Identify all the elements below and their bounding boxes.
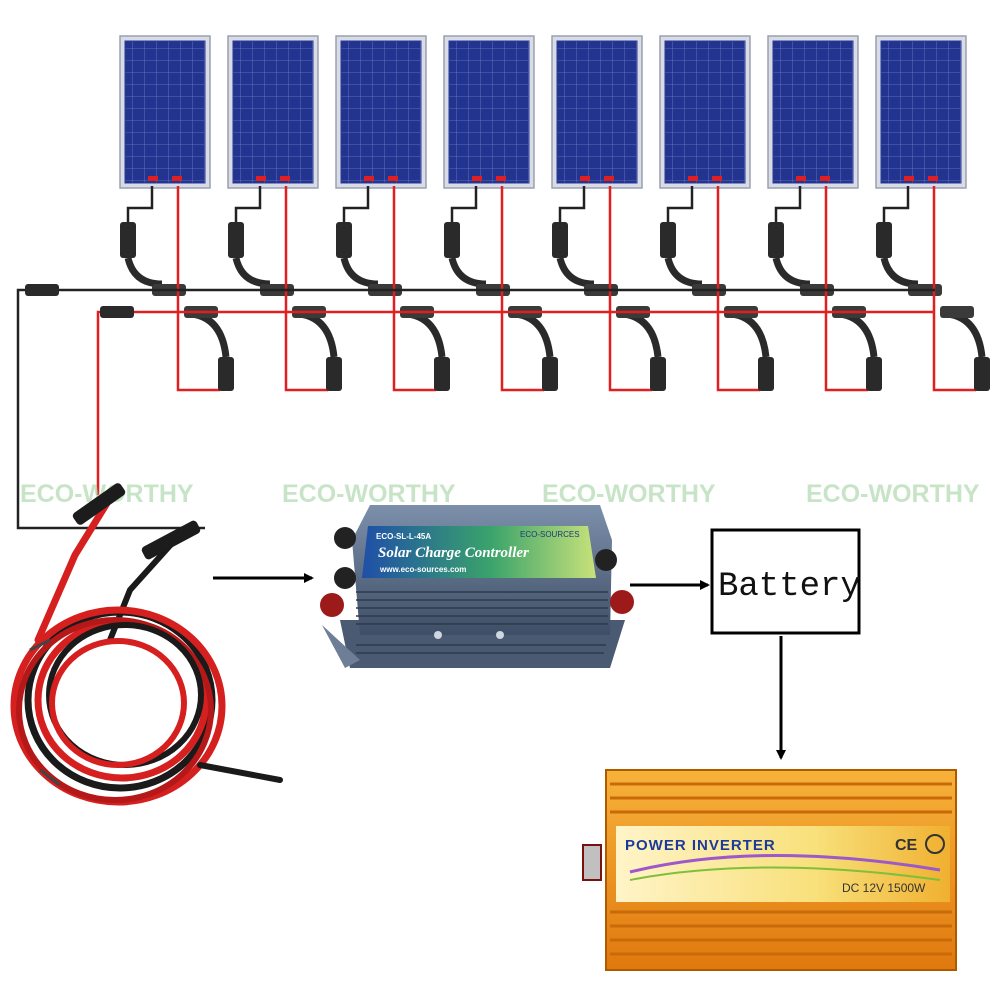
solar-panel xyxy=(767,35,859,189)
certification-icon xyxy=(925,834,945,854)
solar-panel xyxy=(335,35,427,189)
negative-trunk-connector xyxy=(25,284,59,296)
panel-negative-lead xyxy=(342,186,370,226)
panel-negative-lead xyxy=(126,186,154,226)
branch-connector-positive xyxy=(299,310,338,358)
watermark: ECO-WORTHY xyxy=(282,480,456,508)
mc4-connector xyxy=(650,357,666,391)
solar-panel-array xyxy=(119,35,967,189)
mc4-connector xyxy=(552,222,568,258)
branch-connector-negative xyxy=(448,257,487,288)
branch-connector-negative xyxy=(664,257,703,288)
mc4-connector xyxy=(336,222,352,258)
branch-connector-negative xyxy=(340,257,379,288)
positive-trunk-connector xyxy=(100,306,134,318)
battery-label: Battery xyxy=(718,568,861,606)
controller-title: Solar Charge Controller xyxy=(378,545,529,561)
watermark: ECO-WORTHY xyxy=(806,480,980,508)
solar-panel xyxy=(659,35,751,189)
mc4-connector xyxy=(660,222,676,258)
negative-trunk-wire xyxy=(16,288,935,530)
panel-negative-lead xyxy=(558,186,586,226)
solar-panel xyxy=(551,35,643,189)
power-inverter: POWER INVERTER CE DC 12V 1500W xyxy=(582,769,957,971)
battery-box: Battery xyxy=(710,528,861,635)
controller-label-panel xyxy=(362,526,596,578)
branch-connector-positive xyxy=(839,310,878,358)
controller-url: www.eco-sources.com xyxy=(379,565,466,574)
mc4-connector xyxy=(974,357,990,391)
panel-negative-lead xyxy=(774,186,802,226)
inverter-rating: DC 12V 1500W xyxy=(842,881,926,895)
panel-positive-lead xyxy=(392,186,436,392)
panel-negative-lead xyxy=(882,186,910,226)
watermark-group: ECO-WORTHY ECO-WORTHY ECO-WORTHY ECO-WOR… xyxy=(20,480,980,508)
branch-connector-positive xyxy=(623,310,662,358)
branch-connector-positive xyxy=(191,310,230,358)
panel-positive-lead xyxy=(608,186,652,392)
panel-positive-lead xyxy=(500,186,544,392)
inverter-title: POWER INVERTER xyxy=(625,837,776,854)
panel-wiring xyxy=(120,176,990,392)
branch-connector-negative xyxy=(556,257,595,288)
watermark: ECO-WORTHY xyxy=(542,480,716,508)
branch-connector-negative xyxy=(232,257,271,288)
branch-connector-positive xyxy=(515,310,554,358)
controller-terminals xyxy=(320,527,634,617)
mc4-connector xyxy=(866,357,882,391)
panel-positive-lead xyxy=(176,186,220,392)
branch-connector-positive xyxy=(947,310,986,358)
mc4-connector xyxy=(228,222,244,258)
cable-coil xyxy=(10,483,283,806)
solar-panel xyxy=(119,35,211,189)
solar-panel xyxy=(227,35,319,189)
mc4-connector xyxy=(218,357,234,391)
panel-negative-lead xyxy=(234,186,262,226)
mc4-connector-red xyxy=(72,483,126,525)
mc4-connector xyxy=(876,222,892,258)
positive-trunk-wire xyxy=(96,310,935,495)
panel-positive-lead xyxy=(716,186,760,392)
solar-panel xyxy=(875,35,967,189)
mc4-connector xyxy=(444,222,460,258)
ce-mark: CE xyxy=(895,837,918,854)
mc4-connector xyxy=(758,357,774,391)
branch-connector-positive xyxy=(407,310,446,358)
panel-positive-lead xyxy=(932,186,976,392)
mc4-connector xyxy=(434,357,450,391)
mc4-connector xyxy=(120,222,136,258)
panel-positive-lead xyxy=(284,186,328,392)
mc4-connector-black xyxy=(141,520,201,560)
panel-negative-lead xyxy=(450,186,478,226)
controller-model: ECO-SL-L-45A xyxy=(376,532,431,541)
panel-negative-lead xyxy=(666,186,694,226)
branch-connector-negative xyxy=(772,257,811,288)
branch-connector-positive xyxy=(731,310,770,358)
mc4-connector xyxy=(768,222,784,258)
panel-positive-lead xyxy=(824,186,868,392)
charge-controller: ECO-SL-L-45A ECO-SOURCES Solar Charge Co… xyxy=(320,505,634,668)
mc4-connector xyxy=(326,357,342,391)
solar-panel xyxy=(443,35,535,189)
controller-brand: ECO-SOURCES xyxy=(520,530,580,539)
branch-connector-negative xyxy=(880,257,919,288)
mc4-connector xyxy=(542,357,558,391)
branch-connector-negative xyxy=(124,257,163,288)
